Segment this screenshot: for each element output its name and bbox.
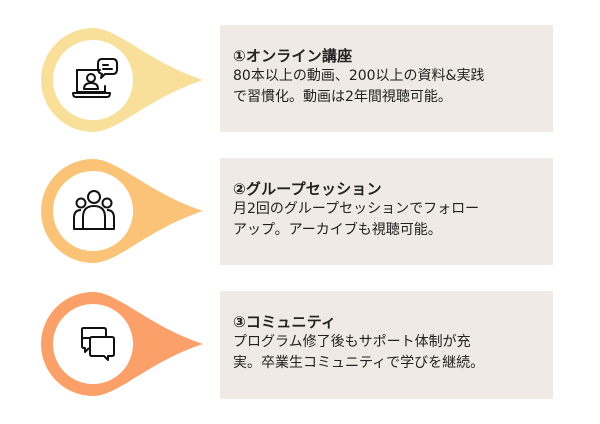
feature-card: ③コミュニティ プログラム修了後もサポート体制が充 実。卒業生コミュニティで学び… [220, 291, 553, 399]
feature-item-group-session: ②グループセッション 月2回のグループセッションでフォロー アップ。アーカイブも… [0, 157, 600, 291]
teardrop-marker [38, 290, 208, 400]
teardrop-marker [38, 26, 208, 136]
teardrop-shape [41, 28, 203, 132]
feature-description: プログラム修了後もサポート体制が充 実。卒業生コミュニティで学びを継続。 [233, 334, 485, 371]
feature-card: ①オンライン講座 80本以上の動画、200以上の資料&実践 で習慣化。動画は2年… [220, 25, 553, 132]
teardrop-shape [41, 159, 203, 263]
laptop-video-call-icon [72, 58, 118, 98]
group-people-icon [73, 190, 115, 230]
feature-description: 80本以上の動画、200以上の資料&実践 で習慣化。動画は2年間視聴可能。 [233, 68, 485, 105]
feature-title: ③コミュニティ [233, 313, 337, 331]
feature-item-online-course: ①オンライン講座 80本以上の動画、200以上の資料&実践 で習慣化。動画は2年… [0, 25, 600, 160]
feature-title: ①オンライン講座 [233, 47, 353, 65]
teardrop-marker [38, 157, 208, 267]
feature-card: ②グループセッション 月2回のグループセッションでフォロー アップ。アーカイブも… [220, 158, 553, 265]
feature-title: ②グループセッション [233, 180, 382, 198]
chat-bubbles-icon [81, 327, 115, 361]
feature-description: 月2回のグループセッションでフォロー アップ。アーカイブも視聴可能。 [233, 201, 480, 238]
feature-item-community: ③コミュニティ プログラム修了後もサポート体制が充 実。卒業生コミュニティで学び… [0, 290, 600, 424]
teardrop-shape [41, 292, 203, 396]
